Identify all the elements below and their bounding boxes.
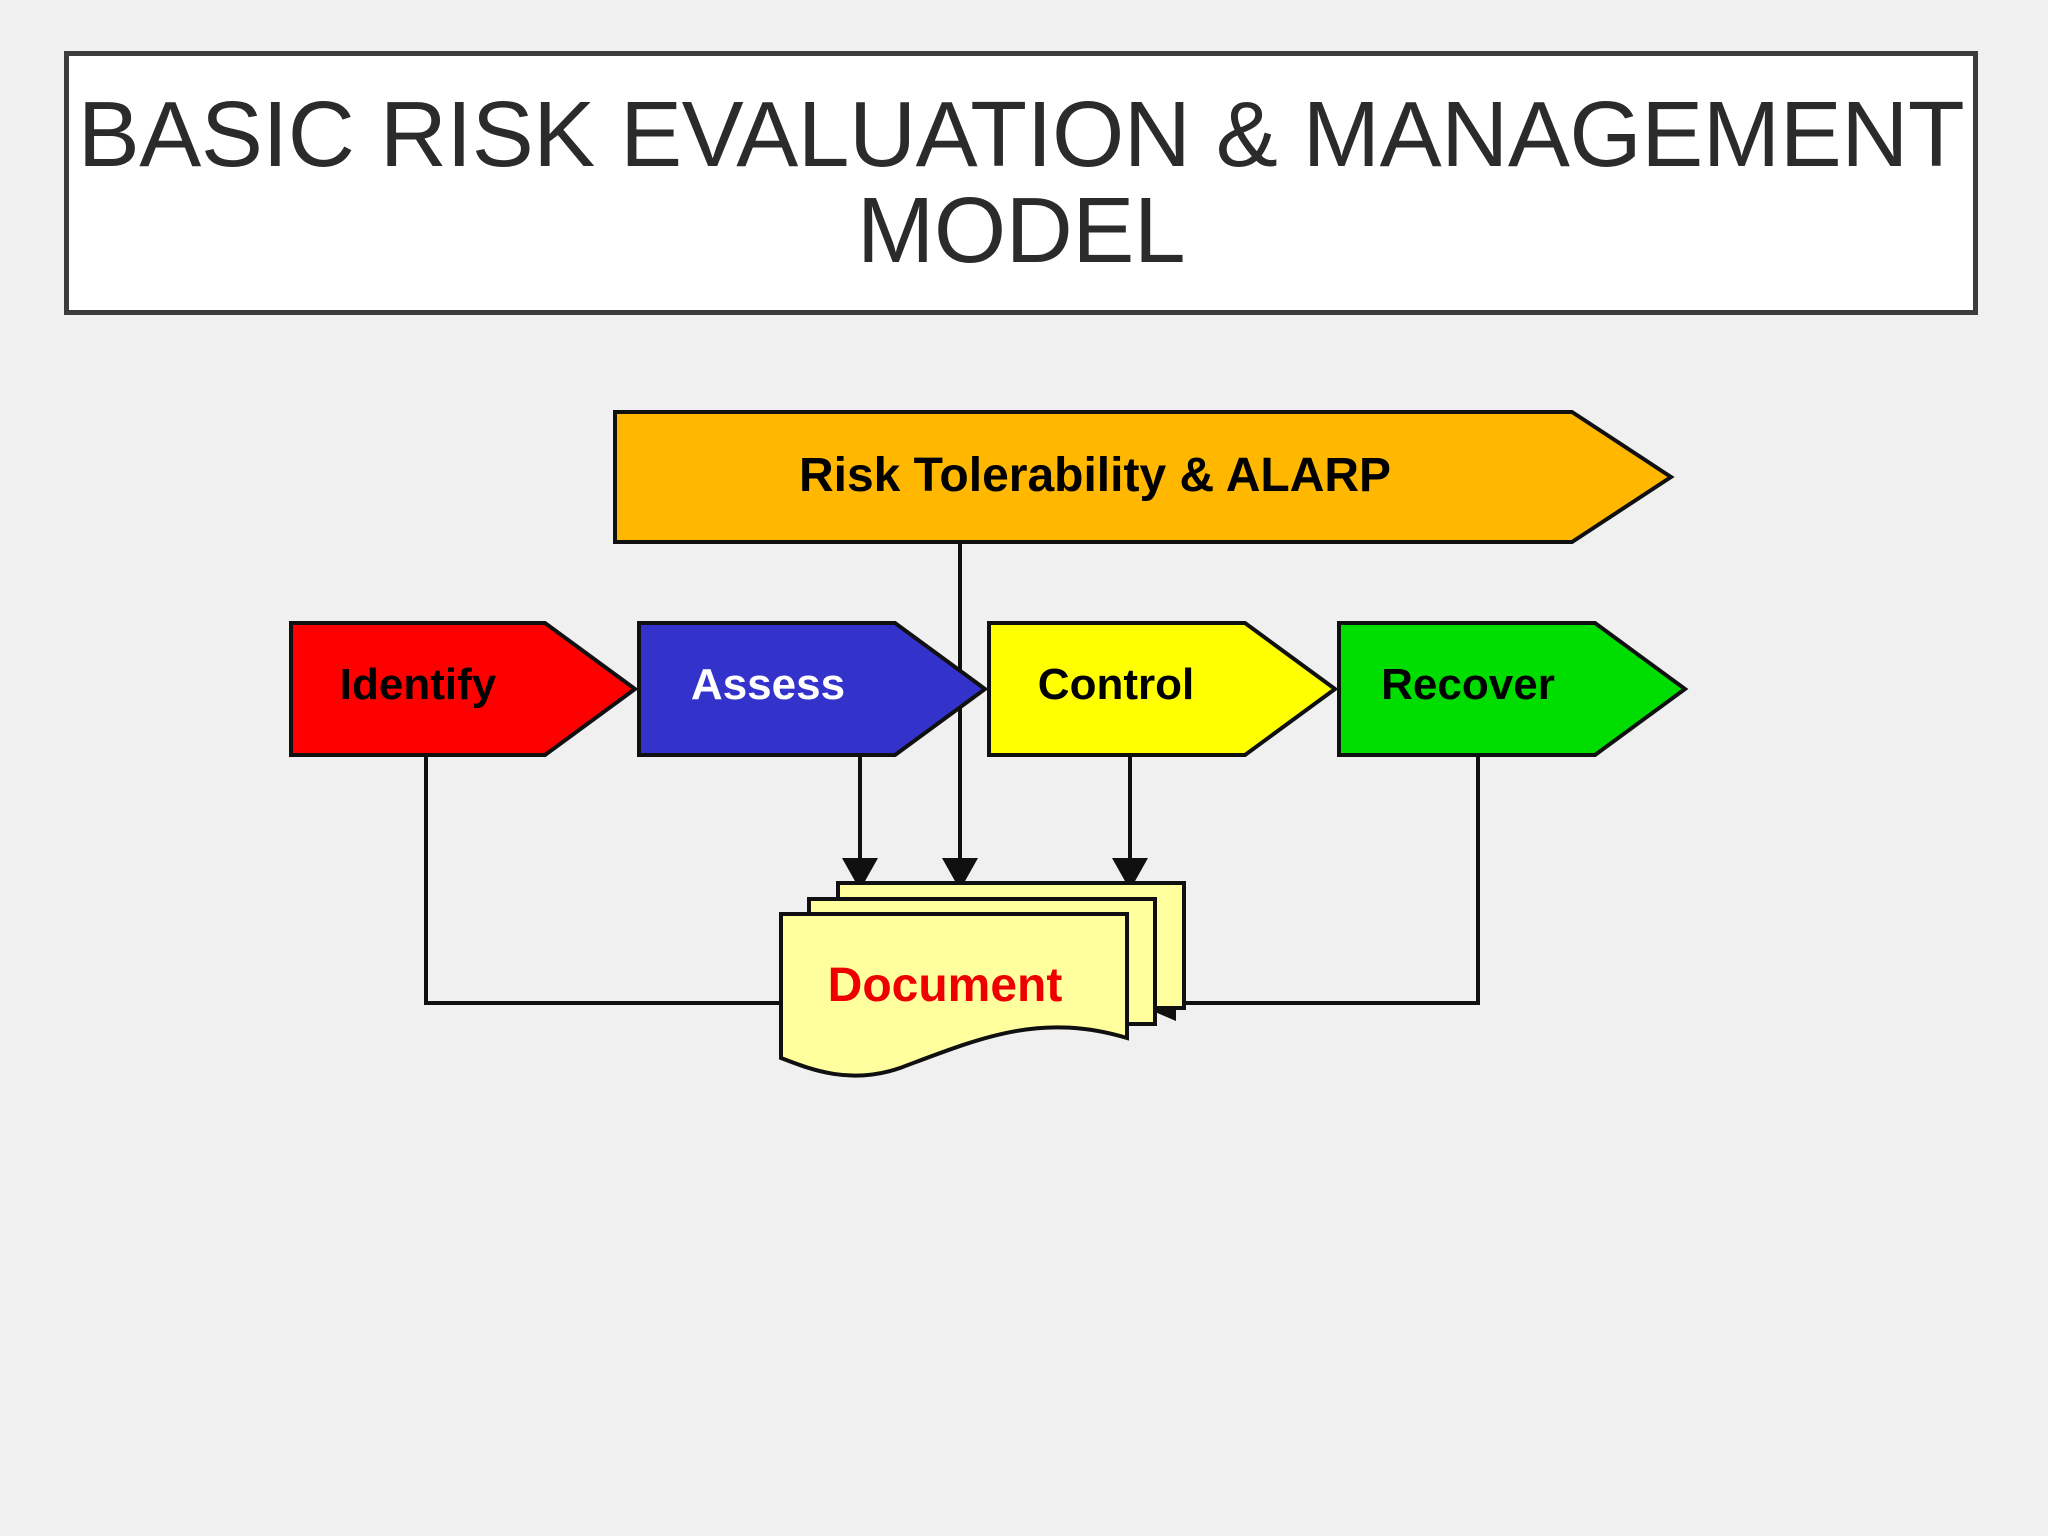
stage-arrow-assess[interactable] xyxy=(637,621,989,757)
document-sheet-front[interactable] xyxy=(779,912,1129,1078)
stage-arrow-identify[interactable] xyxy=(289,621,639,757)
document-label: Document xyxy=(827,959,1063,1012)
connector-control-to-document xyxy=(1112,755,1148,890)
connector-assess-to-document xyxy=(842,755,878,890)
stage-label-control: Control xyxy=(1037,660,1195,709)
stage-arrow-control[interactable] xyxy=(987,621,1339,757)
stage-label-recover: Recover xyxy=(1381,660,1555,709)
title-box: BASIC RISK EVALUATION & MANAGEMENT MODEL xyxy=(64,51,1978,315)
stage-arrow-recover[interactable] xyxy=(1337,621,1689,757)
banner-label-risk-tolerability: Risk Tolerability & ALARP xyxy=(798,449,1392,502)
stage-label-identify: Identify xyxy=(339,660,497,709)
stage-label-assess: Assess xyxy=(690,660,846,709)
page-title: BASIC RISK EVALUATION & MANAGEMENT MODEL xyxy=(77,82,1965,282)
banner-arrow-risk-tolerability[interactable] xyxy=(613,410,1675,544)
